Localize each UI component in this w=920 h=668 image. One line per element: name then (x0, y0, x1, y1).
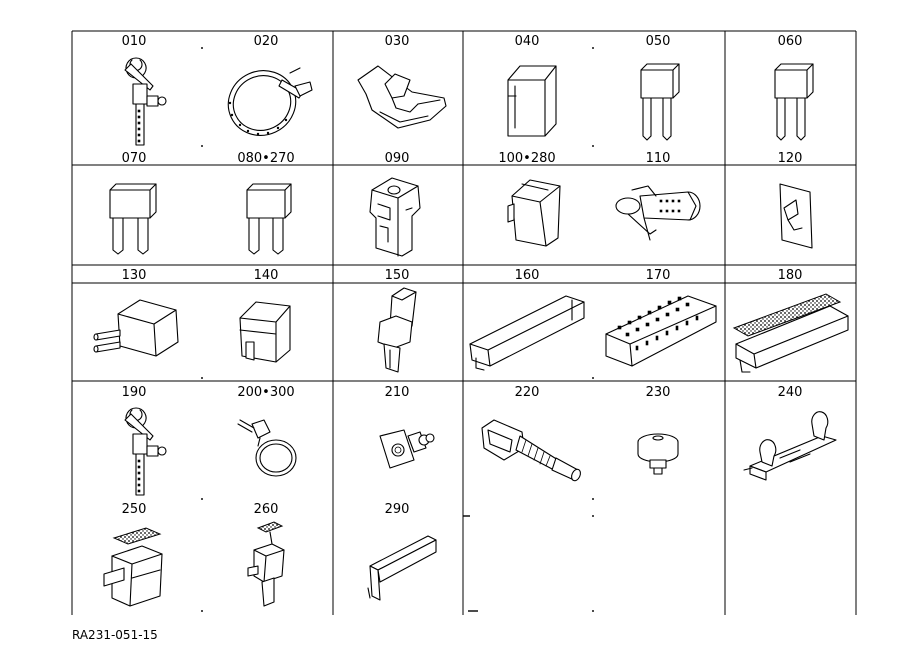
adhesive-channel-icon (732, 293, 849, 373)
part-label: 110 (646, 151, 671, 166)
blade-fuse-icon (109, 183, 157, 255)
mini-fuse-icon (640, 63, 680, 141)
part-label: 100•280 (498, 151, 555, 166)
grommet-mount-icon (379, 429, 435, 469)
fuse-holder-icon (369, 177, 421, 257)
part-label: 210 (385, 385, 410, 400)
angle-bracket-icon (367, 535, 437, 601)
latch-connector-icon (377, 287, 417, 373)
part-label: 050 (646, 34, 671, 49)
part-label: 120 (778, 151, 803, 166)
part-label: 060 (778, 34, 803, 49)
part-label: 090 (385, 151, 410, 166)
part-label: 040 (515, 34, 540, 49)
part-label: 010 (122, 34, 147, 49)
connector-cover-icon (507, 179, 561, 247)
part-label: 030 (385, 34, 410, 49)
wire-clip-icon (357, 65, 447, 129)
part-label: 230 (646, 385, 671, 400)
part-label: 080•270 (237, 151, 294, 166)
harness-clamp-icon (615, 185, 701, 241)
figure-reference: RA231-051-15 (72, 628, 158, 642)
mini-fuse-icon (774, 63, 814, 141)
part-label: 200•300 (237, 385, 294, 400)
plug-cap-icon (637, 433, 679, 475)
adhesive-clip-plate-icon (779, 183, 813, 249)
cable-tie-icon (237, 419, 297, 477)
part-label: 160 (515, 268, 540, 283)
connector-housing-icon (239, 301, 291, 363)
taped-connector-icon (103, 527, 163, 607)
part-labels: 010 020 030 040 050 060 070 080•270 090 … (122, 34, 803, 517)
part-label: 220 (515, 385, 540, 400)
part-label: 240 (778, 385, 803, 400)
taped-connector-small-icon (247, 521, 285, 607)
terminal-block-icon (605, 295, 717, 367)
blade-fuse-icon (246, 183, 292, 255)
terminal-connector-icon (93, 299, 179, 357)
part-label: 170 (646, 268, 671, 283)
boot-connector-icon (481, 419, 581, 482)
part-label: 020 (254, 34, 279, 49)
part-label: 140 (254, 268, 279, 283)
part-label: 250 (122, 502, 147, 517)
part-label: 150 (385, 268, 410, 283)
protector-channel-icon (469, 295, 585, 371)
part-label: 070 (122, 151, 147, 166)
clip-bracket-icon (743, 411, 837, 481)
cable-tie-mount-icon (124, 407, 167, 496)
part-label: 290 (385, 502, 410, 517)
part-label: 130 (122, 268, 147, 283)
grid-lines (71, 30, 857, 615)
part-label: 260 (254, 502, 279, 517)
hose-clamp-band-icon (227, 67, 313, 136)
connector-cover-icon (507, 65, 557, 137)
cable-tie-mount-icon (124, 57, 167, 146)
part-label: 180 (778, 268, 803, 283)
part-label: 190 (122, 385, 147, 400)
